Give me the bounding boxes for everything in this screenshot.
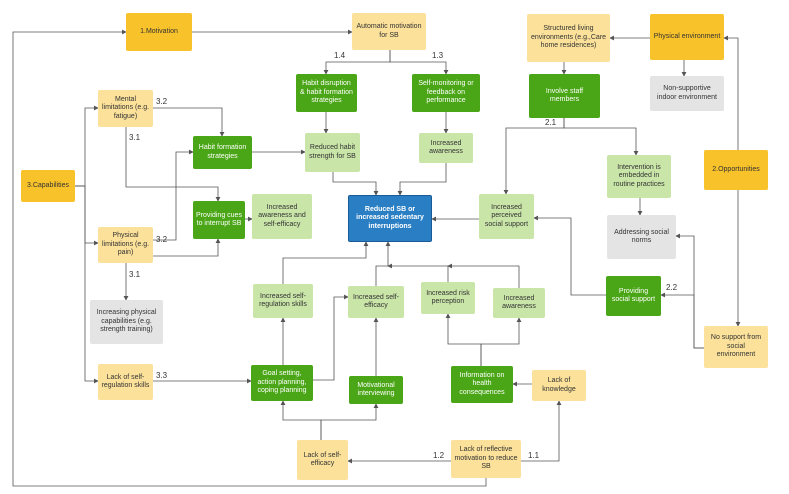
node-information-health: Information on health consequences (451, 366, 513, 403)
edge-physical-cues (153, 238, 221, 257)
node-lack-reflective: Lack of reflective motivation to reduce … (451, 440, 521, 478)
edge-goal-selfeff (313, 294, 349, 381)
node-physical-limitations: Physical limitations (e.g. pain) (98, 227, 153, 263)
edge-label-3-2a: 3.2 (156, 97, 168, 106)
edge-cap-selfreg (75, 185, 99, 384)
edge-selfregskills-sb (282, 241, 369, 287)
node-mental-limitations: Mental limitations (e.g. fatigue) (98, 90, 153, 127)
edge-label-1-1: 1.1 (528, 451, 540, 460)
node-no-support: No support from social environment (704, 326, 768, 368)
node-risk-perception: Increased risk perception (421, 282, 475, 314)
edge-awaremid-sb (447, 263, 520, 288)
edge-label-1-4: 1.4 (334, 51, 346, 60)
node-self-efficacy-increased: Increased self-efficacy (348, 286, 404, 318)
edge-provsocial-social (533, 215, 606, 296)
node-self-regulation-skills-increased: Increased self-regulation skills (253, 284, 313, 318)
edge-label-2-2: 2.2 (666, 283, 678, 292)
node-capabilities: 3.Capabilities (21, 170, 75, 202)
edge-auto-selfmon (389, 50, 449, 75)
edge-label-2-1: 2.1 (545, 118, 557, 127)
node-providing-social-support: Providing social support (606, 276, 661, 316)
node-self-monitoring: Self-monitoring or feedback on performan… (412, 74, 480, 112)
edge-nosupport-provsocial (660, 292, 704, 349)
node-motivation: 1.Motivation (126, 13, 192, 51)
node-automatic-motivation: Automatic motivation for SB (352, 13, 426, 50)
edge-reflective-knowledge (521, 400, 562, 462)
edge-efficacy-goal (280, 400, 322, 440)
edge-info-awaremid (480, 317, 522, 366)
edge-nosupport-norms (675, 233, 704, 349)
edge-label-3-1b: 3.1 (129, 270, 141, 279)
node-increased-awareness-mid: Increased awareness (493, 288, 545, 318)
edge-efficacy-mi (320, 403, 379, 440)
node-increasing-physical: Increasing physical capabilities (e.g. s… (90, 300, 163, 344)
node-providing-cues: Providing cues to interrupt SB (193, 201, 245, 239)
edge-label-3-1a: 3.1 (129, 133, 141, 142)
edge-opp-physenv (723, 35, 739, 150)
node-lack-knowledge: Lack of knowledge (532, 370, 586, 401)
node-reduced-sb: Reduced SB or increased sedentary interr… (348, 195, 432, 242)
edge-outer-loop (12, 29, 127, 482)
edge-label-3-3: 3.3 (156, 371, 168, 380)
node-goal-setting: Goal setting, action planning, coping pl… (251, 365, 313, 401)
node-awareness-efficacy: Increased awareness and self-efficacy (252, 194, 312, 239)
node-structured-living: Structured living environments (e.g.,Car… (527, 14, 610, 62)
edge-physical-habitform (153, 149, 194, 241)
edge-label-3-2b: 3.2 (156, 235, 168, 244)
node-increased-awareness-top: Increased awareness (419, 133, 473, 163)
node-habit-disruption: Habit disruption & habit formation strat… (296, 74, 357, 112)
edge-staff-social (503, 118, 565, 195)
node-addressing-norms: Addressing social norms (607, 215, 676, 259)
node-motivational-interviewing: Motivational interviewing (349, 376, 403, 404)
edge-reducedhabit-sb (332, 172, 379, 196)
node-involve-staff: Involve staff members (529, 74, 600, 118)
edge-info-risk (445, 313, 482, 366)
node-physical-environment: Physical environment (650, 14, 724, 60)
edge-cap-mental (75, 105, 99, 187)
node-reduced-habit: Reduced habit strength for SB (305, 133, 360, 172)
node-embedded-routine: Intervention is embedded in routine prac… (607, 155, 671, 198)
edge-cap-physical (75, 185, 99, 246)
edge-mental-habitform (153, 107, 225, 137)
node-lack-self-regulation: Lack of self-regulation skills (98, 364, 153, 400)
node-non-supportive: Non-supportive indoor environment (650, 76, 724, 111)
edge-selfeff-sb (375, 241, 391, 286)
edge-outer-bottom (12, 478, 487, 487)
edge-label-1-3: 1.3 (432, 51, 444, 60)
node-increased-social-support: Increased perceived social support (479, 194, 534, 239)
node-habit-formation: Habit formation strategies (193, 136, 252, 169)
edge-risk-sb (387, 263, 449, 282)
edge-staff-embedded (563, 118, 639, 156)
edge-mental-cues (125, 127, 221, 202)
node-lack-self-efficacy: Lack of self-efficacy (297, 440, 348, 480)
edge-aware-sb (397, 163, 447, 196)
node-opportunities: 2.Opportunities (704, 150, 768, 190)
edge-label-1-2: 1.2 (433, 451, 445, 460)
